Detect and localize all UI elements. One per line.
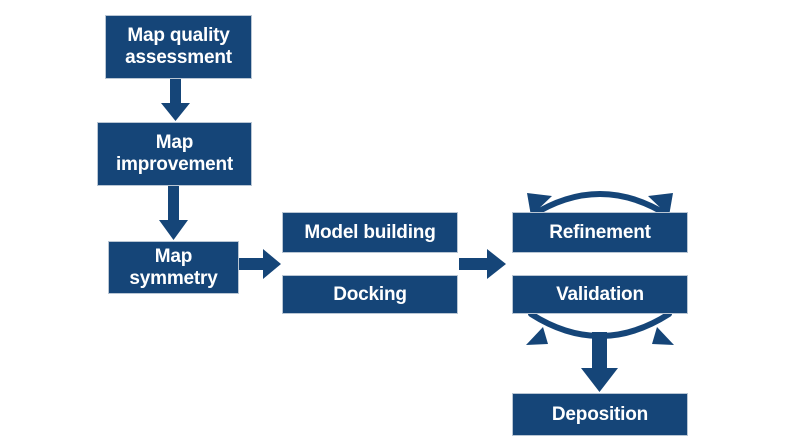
node-label: Validation xyxy=(556,283,644,305)
node-model-building: Model building xyxy=(282,212,458,253)
node-validation: Validation xyxy=(512,275,688,314)
arrow-improvement-to-symmetry xyxy=(159,186,188,240)
arrow-symmetry-to-building xyxy=(239,249,281,279)
node-label: Map quality assessment xyxy=(125,25,232,68)
node-map-symmetry: Map symmetry xyxy=(108,241,239,294)
node-refinement: Refinement xyxy=(512,212,688,253)
arrow-building-to-refinement xyxy=(459,249,506,279)
node-label: Map symmetry xyxy=(129,245,218,289)
arc-bottom-refinement-validation xyxy=(526,311,674,345)
node-label: Docking xyxy=(333,283,407,305)
node-map-improvement: Map improvement xyxy=(97,122,252,186)
node-docking: Docking xyxy=(282,275,458,314)
arrow-validation-to-deposition xyxy=(581,332,618,392)
node-deposition: Deposition xyxy=(512,393,688,436)
node-map-quality-assessment: Map quality assessment xyxy=(105,15,252,79)
node-label: Deposition xyxy=(551,403,649,425)
arrow-quality-to-improvement xyxy=(161,79,190,121)
node-label: Model building xyxy=(304,221,436,243)
node-label: Refinement xyxy=(549,221,651,243)
node-label: Map improvement xyxy=(115,132,234,175)
